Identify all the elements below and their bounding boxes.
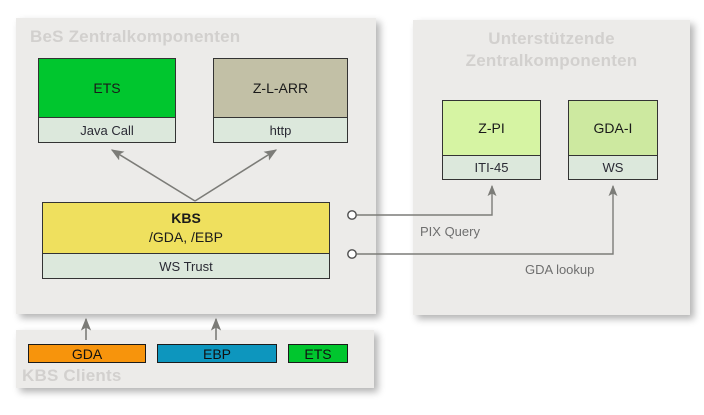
component-z-l-arr-label: Z-L-ARR	[252, 80, 309, 96]
component-gda-i[interactable]: GDA-I WS	[568, 100, 658, 180]
component-z-l-arr-interface-label: http	[269, 122, 292, 138]
component-z-pi-body: Z-PI	[443, 101, 540, 155]
client-ets-label: ETS	[304, 345, 332, 362]
connector-label-gda-lookup: GDA lookup	[525, 262, 595, 277]
component-z-pi-interface: ITI-45	[443, 155, 540, 179]
component-kbs-detail: /GDA, /EBP	[149, 228, 223, 245]
component-ets[interactable]: ETS Java Call	[38, 58, 176, 143]
group-bes-title: BeS Zentralkomponenten	[30, 27, 241, 46]
component-z-l-arr[interactable]: Z-L-ARR http	[213, 58, 348, 143]
group-support-title: Unterstützende Zentralkomponenten	[465, 29, 638, 70]
component-kbs-body: KBS /GDA, /EBP	[43, 203, 329, 253]
component-kbs-interface: WS Trust	[43, 253, 329, 278]
component-gda-i-interface: WS	[569, 155, 657, 179]
client-ets[interactable]: ETS	[288, 344, 348, 363]
component-ets-body: ETS	[39, 59, 175, 117]
client-gda[interactable]: GDA	[28, 344, 146, 363]
component-ets-interface: Java Call	[39, 117, 175, 142]
client-ebp[interactable]: EBP	[157, 344, 277, 363]
component-kbs[interactable]: KBS /GDA, /EBP WS Trust	[42, 202, 330, 279]
component-kbs-label: KBS	[171, 210, 201, 227]
client-ebp-label: EBP	[202, 345, 231, 362]
component-gda-i-body: GDA-I	[569, 101, 657, 155]
component-kbs-interface-label: WS Trust	[159, 258, 213, 274]
client-gda-label: GDA	[71, 345, 103, 362]
component-ets-interface-label: Java Call	[80, 122, 134, 138]
component-z-l-arr-body: Z-L-ARR	[214, 59, 347, 117]
component-z-pi[interactable]: Z-PI ITI-45	[442, 100, 541, 180]
component-z-l-arr-interface: http	[214, 117, 347, 142]
component-ets-label: ETS	[93, 80, 121, 96]
component-gda-i-label: GDA-I	[593, 120, 633, 136]
group-clients-title: KBS Clients	[22, 366, 122, 385]
component-gda-i-interface-label: WS	[602, 160, 624, 175]
component-z-pi-label: Z-PI	[478, 120, 505, 136]
connector-label-pix-query: PIX Query	[420, 224, 480, 239]
component-z-pi-interface-label: ITI-45	[474, 160, 509, 175]
